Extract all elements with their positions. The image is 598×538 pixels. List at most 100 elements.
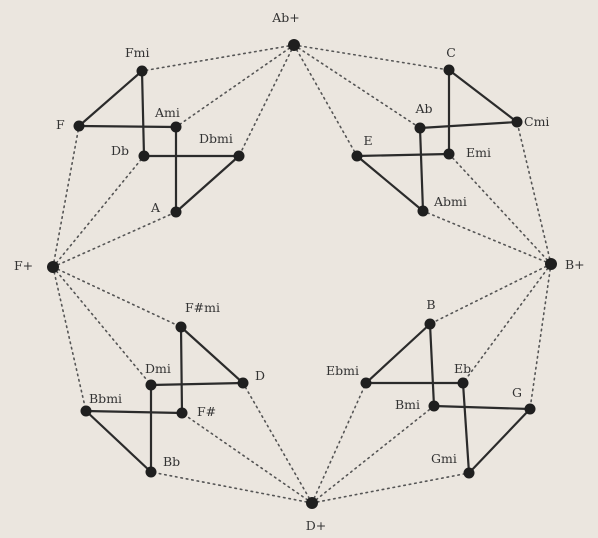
dotted-edge-ab-aug-dbmi [238, 44, 295, 157]
node-ab [414, 122, 426, 134]
dotted-edge-f-aug-fsharpmi [52, 266, 182, 328]
label-eb: Eb [454, 361, 471, 376]
label-e: E [363, 133, 372, 148]
label-bbmi: Bbmi [89, 391, 122, 406]
node-cmi [511, 116, 523, 128]
node-a [170, 206, 182, 218]
node-eb [457, 377, 469, 389]
dotted-edge-ab-aug-c [293, 44, 450, 71]
solid-edge-c-cmi [447, 68, 519, 124]
label-fmi: Fmi [125, 45, 150, 60]
solid-edge-fsharpmi-d [179, 325, 245, 385]
dotted-edge-d-aug-bmi [311, 405, 435, 504]
label-dmi: Dmi [145, 361, 171, 376]
label-b: B [426, 297, 435, 312]
label-abmi: Abmi [433, 194, 467, 209]
solid-edge-b-ebmi [364, 322, 432, 385]
node-ami [170, 121, 182, 133]
label-ab-aug: Ab+ [271, 10, 300, 25]
node-dbmi [233, 150, 245, 162]
node-f-aug [47, 261, 59, 273]
node-fsharpmi [175, 321, 187, 333]
dotted-edge-b-aug-g [529, 263, 552, 410]
node-db [138, 150, 150, 162]
label-emi: Emi [466, 145, 491, 160]
node-e [351, 150, 363, 162]
solid-edge-ab-cmi [418, 120, 519, 130]
label-fsharpmi: F#mi [185, 300, 220, 315]
dotted-edge-f-aug-db [52, 155, 145, 268]
solid-edge-dbmi-a [174, 154, 241, 214]
dotted-edge-b-aug-emi [448, 153, 552, 265]
dotted-edge-d-aug-ebmi [311, 382, 367, 504]
dotted-edge-b-aug-abmi [422, 210, 552, 265]
node-bmi [428, 400, 440, 412]
node-ab-aug [288, 39, 300, 51]
label-d-aug: D+ [306, 518, 327, 533]
label-dbmi: Dbmi [199, 131, 233, 146]
dotted-edge-d-aug-gmi [311, 472, 470, 504]
dotted-edge-d-aug-bb [150, 471, 313, 504]
dotted-edge-b-aug-b [429, 263, 552, 325]
dotted-edge-ab-aug-ami [175, 44, 295, 128]
dotted-edge-ab-aug-e [293, 44, 358, 157]
solid-edge-eb-gmi [461, 381, 471, 475]
node-f [73, 120, 85, 132]
dotted-edge-d-aug-d [242, 382, 313, 504]
label-b-aug: B+ [565, 257, 585, 272]
label-d: D [255, 368, 265, 383]
label-f-aug: F+ [14, 258, 33, 273]
solid-edge-g-gmi [467, 407, 532, 475]
label-ebmi: Ebmi [326, 363, 359, 378]
label-fsharp: F# [197, 404, 216, 419]
dotted-edge-b-aug-eb [462, 263, 552, 384]
dotted-edge-f-aug-f [52, 125, 80, 268]
node-d [237, 377, 249, 389]
solid-edge-e-emi [355, 152, 451, 158]
dotted-edge-d-aug-fsharp [181, 412, 313, 504]
node-bb [145, 466, 157, 478]
node-ebmi [360, 377, 372, 389]
node-fsharp [176, 407, 188, 419]
solid-edge-b-bmi [428, 322, 436, 408]
node-fmi [136, 65, 148, 77]
node-gmi [463, 467, 475, 479]
node-dmi [145, 379, 157, 391]
dotted-edge-f-aug-dmi [52, 266, 152, 386]
solid-edge-fsharpmi-fsharp [179, 325, 184, 415]
node-bbmi [80, 405, 92, 417]
label-db: Db [111, 143, 129, 158]
solid-edge-bmi-g [432, 404, 532, 411]
node-d-aug [306, 497, 318, 509]
label-gmi: Gmi [431, 451, 457, 466]
node-b-aug [545, 258, 557, 270]
label-c: C [446, 45, 456, 60]
label-bb: Bb [163, 454, 180, 469]
solid-edge-dmi-d [149, 381, 245, 387]
label-g: G [512, 385, 522, 400]
node-emi [443, 148, 455, 160]
solid-edge-f-fmi [77, 69, 144, 128]
dotted-edge-f-aug-a [52, 211, 177, 268]
solid-edge-bbmi-fsharp [84, 409, 184, 415]
solid-edge-fmi-db [140, 69, 146, 158]
label-ami: Ami [154, 105, 180, 120]
solid-connections [77, 68, 532, 475]
solid-edge-f-ami [77, 124, 178, 129]
label-bmi: Bmi [395, 397, 420, 412]
dotted-edge-ab-aug-ab [293, 44, 421, 129]
label-f: F [56, 117, 65, 132]
dotted-edge-b-aug-cmi [516, 121, 552, 265]
node-b [424, 318, 436, 330]
node-abmi [417, 205, 429, 217]
node-g [524, 403, 536, 415]
dotted-edge-ab-aug-fmi [141, 44, 295, 72]
solid-edge-e-abmi [355, 154, 425, 213]
label-cmi: Cmi [524, 114, 549, 129]
dotted-edge-f-aug-bbmi [52, 266, 87, 412]
solid-edge-bbmi-bb [84, 409, 153, 474]
label-a: A [150, 200, 161, 215]
solid-edge-ab-abmi [418, 126, 425, 213]
